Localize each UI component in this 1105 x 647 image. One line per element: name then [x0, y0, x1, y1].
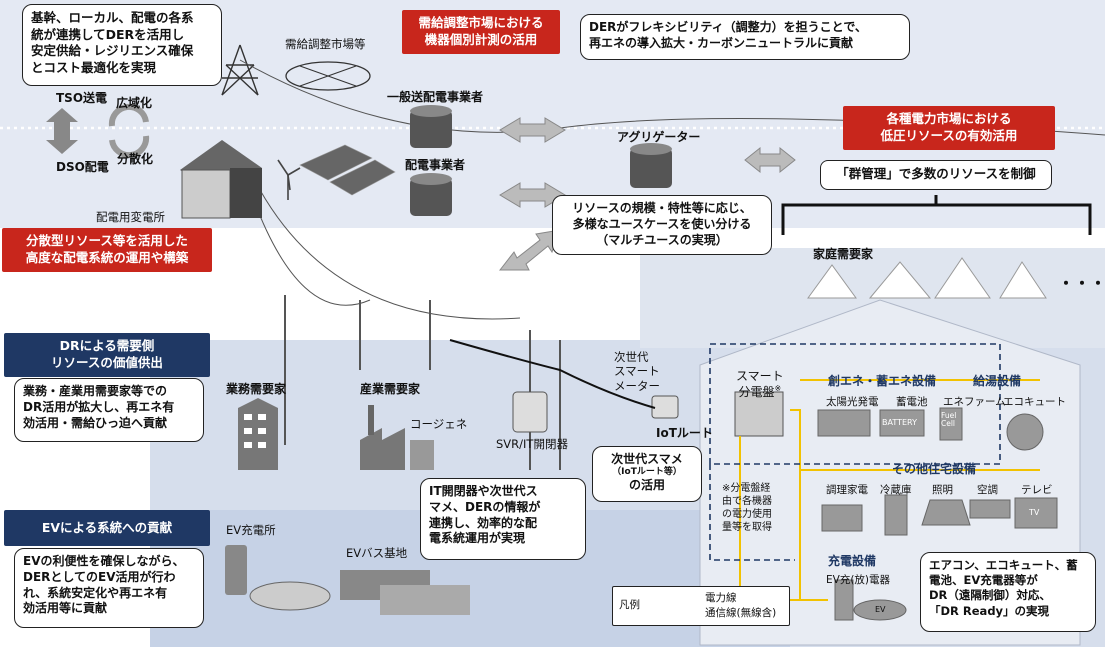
group-control-box: 「群管理」で多数のリソースを制御: [820, 160, 1052, 190]
wind-turbine-icon: [277, 159, 301, 200]
dso-label: DSO配電: [56, 160, 109, 174]
industrial-consumer-label: 産業需要家: [360, 382, 421, 396]
group-bracket: [781, 195, 1092, 235]
solar-panel-icon: [299, 144, 396, 196]
ellipsis: ・・・: [1058, 274, 1105, 293]
fridge-label: 冷蔵庫: [880, 484, 912, 496]
house-equipment: [817, 407, 1058, 621]
market-measurement-box: 需給調整市場における 機器個別計測の活用: [402, 10, 560, 54]
low-voltage-resource-box: 各種電力市場における 低圧リソースの有効活用: [843, 106, 1055, 150]
smart-meter-icon: [651, 395, 679, 419]
smart-panel-mark: ※: [774, 384, 782, 393]
cooking-label: 調理家電: [826, 484, 868, 496]
legend: 凡例 電力線 通信線(無線含): [612, 586, 790, 626]
other-equipment-section: その他住宅設備: [892, 462, 977, 476]
multi-use-box: リソースの規模・特性等に応じ、 多様なユースケースを使い分ける （マルチユースの…: [552, 195, 772, 255]
ev-station-icon: [225, 545, 331, 611]
svr-label: SVR/IT開閉器: [496, 437, 568, 451]
cogen-label: コージェネ: [410, 417, 468, 431]
dr-ready-box: エアコン、エコキュート、蓄 電池、EV充電器等が DR（遠隔制御）対応、 「DR…: [920, 552, 1096, 632]
battery-text: BATTERY: [882, 418, 917, 427]
ev-bus-label: EVバス基地: [346, 546, 408, 560]
next-smart-meter-box: 次世代スマメ （IoTルート等） の活用: [592, 446, 702, 502]
iot-route-label: IoTルート: [656, 426, 713, 440]
water-heater-section: 給湯設備: [973, 374, 1022, 388]
legend-title: 凡例: [619, 599, 640, 611]
home-houses: [807, 257, 1047, 299]
grid-integration-box: 基幹、ローカル、配電の各系 統が連携してDERを活用し 安定供給・レジリエンス確…: [22, 4, 222, 86]
gen-storage-section: 創エネ・蓄エネ設備: [828, 374, 937, 388]
server-icons: [410, 105, 672, 216]
next-smart-meter-title: 次世代スマメ: [611, 452, 683, 466]
ecocute-label: エコキュート: [1003, 396, 1066, 408]
market-ellipse: [285, 61, 371, 91]
battery-label: 蓄電池: [896, 396, 928, 408]
factory-icon: [360, 405, 434, 470]
ev-station-label: EV充電所: [226, 523, 276, 537]
dr-header: DRによる需要側 リソースの価値供出: [4, 333, 210, 377]
office-building-icon: [238, 398, 278, 470]
tso-label: TSO送電: [56, 91, 108, 105]
home-consumer-label: 家庭需要家: [813, 247, 874, 261]
market-label: 需給調整市場等: [285, 37, 366, 51]
substation-building-icon: [180, 140, 262, 219]
aggregator-label: アグリゲーター: [617, 130, 701, 144]
legend-power: 電力線: [705, 592, 737, 604]
ev-charger-label: EV充(放)電器: [826, 574, 891, 586]
smart-panel-text: スマート 分電盤: [736, 369, 784, 399]
svr-switch-icon: [512, 391, 548, 433]
distributed-label: 分散化: [117, 152, 154, 166]
legend-comm: 通信線(無線含): [705, 607, 777, 619]
charging-section: 充電設備: [828, 554, 877, 568]
business-consumer-label: 業務需要家: [226, 382, 287, 396]
tv-text: TV: [1029, 508, 1040, 517]
general-tdo-label: 一般送配電事業者: [387, 90, 484, 104]
distributor-label: 配電事業者: [405, 158, 466, 172]
smart-panel-icon: [734, 391, 784, 437]
ev-car-text: EV: [875, 605, 886, 614]
next-smart-meter-tail: の活用: [628, 478, 665, 493]
dr-text-box: 業務・産業用需要家等での DR活用が拡大し、再エネ有 効活用・需給ひっ迫へ貢献: [14, 378, 204, 442]
comm-lines: [709, 343, 1001, 561]
enefarm-label: エネファーム: [943, 396, 1006, 408]
ev-header: EVによる系統への貢献: [4, 510, 210, 546]
next-smart-meter-sub: （IoTルート等）: [612, 467, 682, 477]
aircon-label: 空調: [977, 484, 998, 496]
transmission-tower-icon: [221, 44, 259, 96]
up-down-arrow-icon: [46, 108, 78, 154]
solar-label: 太陽光発電: [826, 396, 879, 408]
ev-text-box: EVの利便性を確保しながら、 DERとしてのEV活用が行わ れ、系統安定化や再エ…: [14, 548, 204, 628]
fuel-cell-text: Fuel Cell: [941, 411, 957, 429]
cycle-arrows-icon: [108, 103, 150, 159]
smart-panel-label: スマート 分電盤※: [736, 354, 784, 400]
lighting-label: 照明: [932, 484, 953, 496]
tv-label: テレビ: [1021, 484, 1053, 496]
wide-area-label: 広域化: [116, 96, 153, 110]
panel-note: ※分電盤経 由で各機器 の電力使用 量等を取得: [722, 483, 772, 533]
ev-bus-icon: [340, 570, 470, 615]
distribution-ops-box: 分散型リソース等を活用した 高度な配電系統の運用や構築: [2, 228, 212, 272]
meter-label: 次世代 スマート メーター: [614, 350, 660, 393]
substation-label: 配電用変電所: [96, 210, 165, 224]
der-flexibility-box: DERがフレキシビリティ（調整力）を担うことで、 再エネの導入拡大・カーボンニュ…: [580, 14, 910, 60]
it-switch-box: IT開閉器や次世代ス マメ、DERの情報が 連携し、効率的な配 電系統運用が実現: [420, 478, 586, 560]
